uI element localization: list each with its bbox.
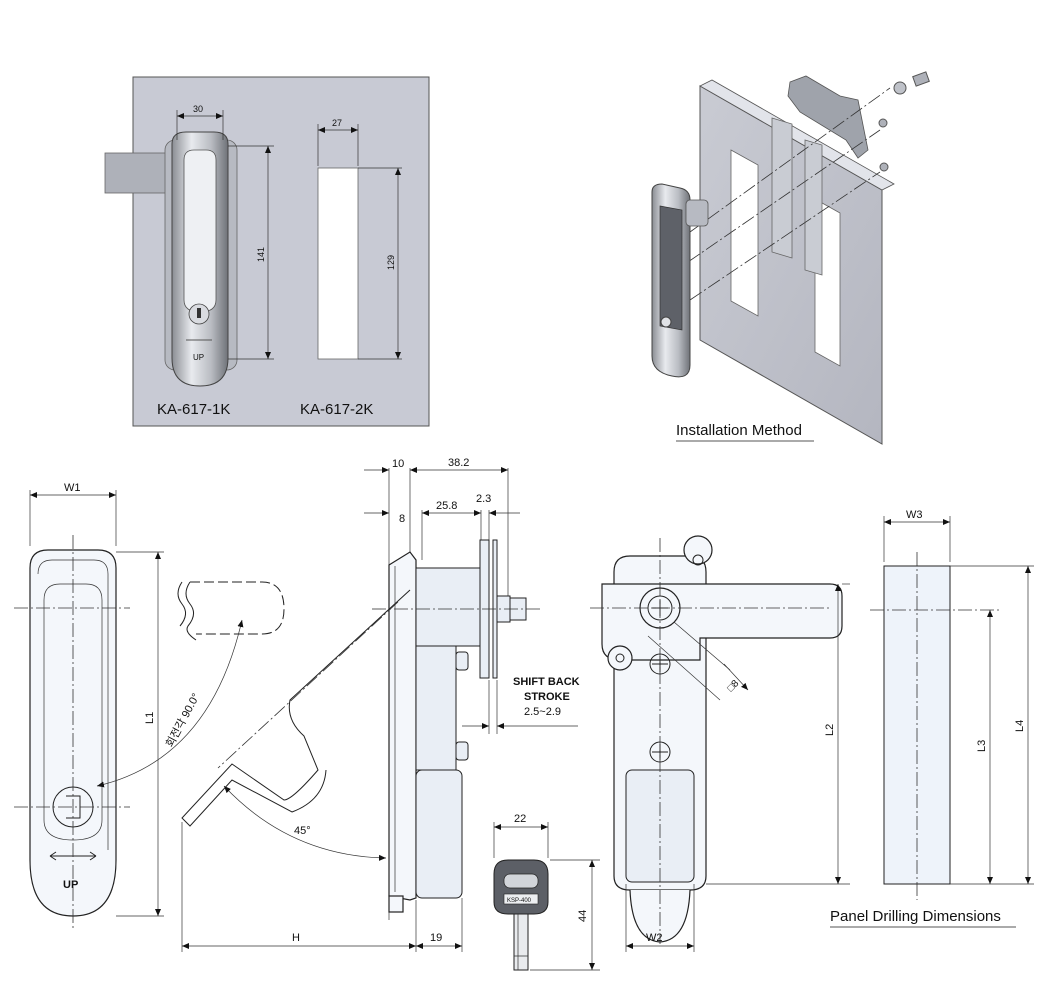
rotation-angle-label: 회전각 90.0° — [163, 691, 202, 749]
dim-l3: L3 — [976, 740, 988, 752]
key-label: KSP-400 — [507, 898, 532, 904]
dim-25-8: 25.8 — [436, 500, 457, 512]
angle-45: 45° — [294, 825, 311, 837]
dim-2-3: 2.3 — [476, 493, 491, 505]
installation-caption: Installation Method — [676, 422, 802, 439]
shift-back-value: 2.5~2.9 — [524, 706, 561, 718]
dim-l4: L4 — [1014, 720, 1026, 732]
panel-cutout-view: W3 L3 L4 Panel Drilling Dimensions — [830, 509, 1034, 928]
dim-38-2: 38.2 — [448, 457, 469, 469]
dim-l2: L2 — [824, 724, 836, 736]
dim-handle-height: 141 — [256, 247, 266, 262]
model-label-2k: KA-617-2K — [300, 401, 373, 418]
dim-handle-width: 30 — [193, 104, 203, 114]
dim-l1: L1 — [144, 712, 156, 724]
dim-cutout-width: 27 — [332, 118, 342, 128]
key-drawing: KSP-400 22 44 — [493, 813, 600, 971]
key-width-dim: 22 — [514, 813, 526, 825]
dim-8: 8 — [399, 513, 405, 525]
dim-w2: W2 — [646, 932, 663, 944]
handle-up-mark: UP — [193, 353, 204, 362]
panel-drilling-caption: Panel Drilling Dimensions — [830, 908, 1001, 925]
dim-h: H — [292, 932, 300, 944]
installation-exploded-view: Installation Method — [651, 71, 930, 445]
model-label-1k: KA-617-1K — [157, 401, 230, 418]
dim-19: 19 — [430, 932, 442, 944]
front-up-mark: UP — [63, 879, 78, 891]
key-height-dim: 44 — [577, 910, 589, 922]
rear-view: □8 W2 L2 — [590, 535, 850, 952]
side-view: 10 38.2 8 25.8 2.3 SHIFT BACK STROKE 2.5… — [181, 457, 580, 952]
front-view: UP W1 L1 회전각 90.0° — [14, 482, 285, 930]
dim-10: 10 — [392, 458, 404, 470]
product-views-panel: UP 30 141 27 129 KA-617-1K KA-617-2K — [104, 76, 430, 427]
dim-w3: W3 — [906, 509, 923, 521]
dim-w1: W1 — [64, 482, 81, 494]
dim-cutout-height: 129 — [386, 255, 396, 270]
shift-back-line1: SHIFT BACK — [513, 676, 580, 688]
shift-back-line2: STROKE — [524, 691, 570, 703]
